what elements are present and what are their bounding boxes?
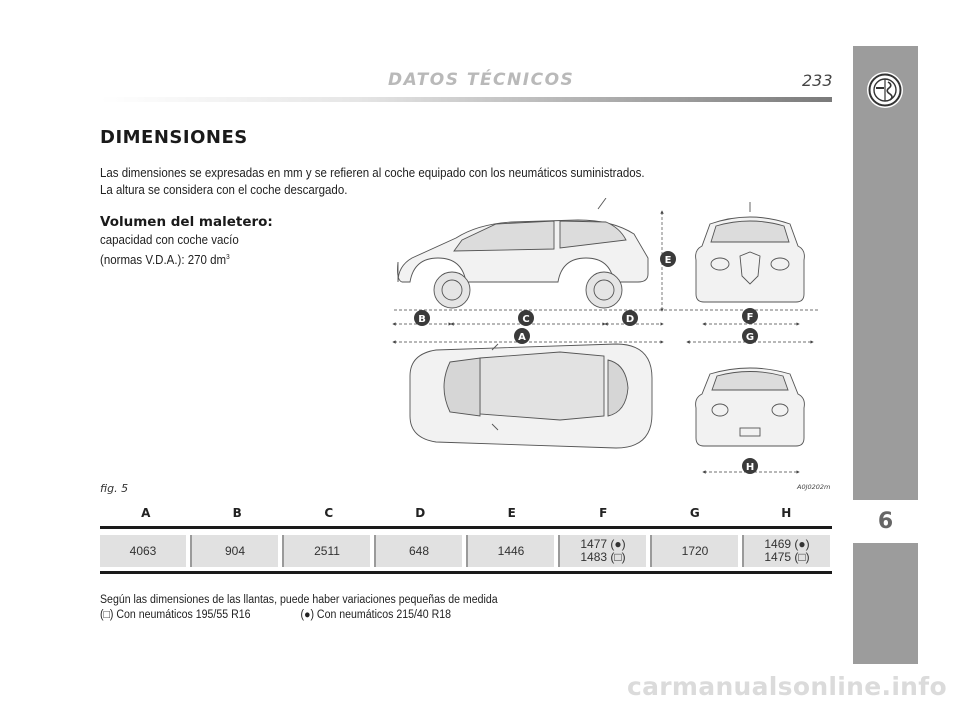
- table-cell: 1477 (●)1483 (□): [558, 535, 646, 567]
- marker-h: H: [746, 462, 754, 473]
- table-header-cell: A: [141, 506, 151, 520]
- marker-c: C: [522, 314, 529, 325]
- table-row: 4063 904 2511 648 1446 1477 (●)1483 (□) …: [100, 529, 832, 567]
- header-title: DATOS TÉCNICOS: [388, 70, 575, 90]
- table-cell: 2511: [282, 535, 370, 567]
- watermark: carmanualsonline.info: [627, 672, 947, 701]
- car-rear-view: [695, 367, 805, 447]
- table-cell: 1720: [650, 535, 738, 567]
- footnote-square-note: (□) Con neumáticos 195/55 R16: [100, 609, 251, 621]
- header-rule: [100, 97, 832, 102]
- marker-e: E: [665, 255, 672, 266]
- table-header-cell: H: [781, 506, 792, 520]
- table-header-cell: C: [324, 506, 334, 520]
- intro-line: Las dimensiones se expresadas en mm y se…: [100, 166, 645, 180]
- table-header-cell: D: [415, 506, 426, 520]
- table-cell: 1446: [466, 535, 554, 567]
- trunk-line-value: (normas V.D.A.): 270 dm3: [100, 253, 230, 268]
- marker-g: G: [746, 332, 754, 343]
- marker-f: F: [747, 312, 754, 323]
- trunk-volume-text: capacidad con coche vacío (normas V.D.A.…: [100, 232, 239, 269]
- table-rule: [100, 526, 832, 529]
- figure-code: A0J0202m: [797, 483, 831, 491]
- table-cell: 648: [374, 535, 462, 567]
- table-cell: 4063: [100, 535, 186, 567]
- table-cell: 904: [190, 535, 278, 567]
- brand-logo-icon: [867, 72, 903, 108]
- table-header-cell: E: [507, 506, 516, 520]
- dimensions-table: A B C D E F G H 4063 904 2511 648 1446 1…: [100, 500, 832, 574]
- marker-b: B: [418, 314, 426, 325]
- chapter-side-band: [853, 46, 918, 664]
- table-cell: 1469 (●)1475 (□): [742, 535, 830, 567]
- table-header-cell: F: [599, 506, 608, 520]
- trunk-volume-title: Volumen del maletero:: [100, 214, 273, 230]
- chapter-number: 6: [877, 509, 894, 534]
- footnote-line: Según las dimensiones de las llantas, pu…: [100, 594, 498, 606]
- footnote-dot-note: (●) Con neumáticos 215/40 R18: [300, 609, 452, 621]
- section-title: DIMENSIONES: [100, 127, 248, 148]
- chapter-tab: 6: [853, 500, 918, 543]
- car-top-view: [409, 343, 653, 449]
- figure-label: fig. 5: [100, 482, 129, 495]
- intro-line: La altura se considera con el coche desc…: [100, 183, 348, 197]
- footnote: Según las dimensiones de las llantas, pu…: [100, 593, 498, 623]
- marker-a: A: [518, 332, 526, 343]
- intro-text: Las dimensiones se expresadas en mm y se…: [100, 165, 645, 199]
- page-number: 233: [802, 71, 833, 90]
- trunk-line: capacidad con coche vacío: [100, 233, 239, 247]
- footnote-legend: (□) Con neumáticos 195/55 R16 (●) Con ne…: [100, 608, 498, 623]
- vehicle-dimension-drawing: B C D A E F G H: [392, 198, 820, 474]
- car-side-view: [397, 198, 649, 309]
- table-header-row: A B C D E F G H: [100, 500, 832, 526]
- table-header-cell: G: [689, 506, 700, 520]
- marker-d: D: [626, 314, 634, 325]
- table-rule: [100, 571, 832, 574]
- table-header-cell: B: [232, 506, 242, 520]
- car-front-view: [695, 202, 805, 303]
